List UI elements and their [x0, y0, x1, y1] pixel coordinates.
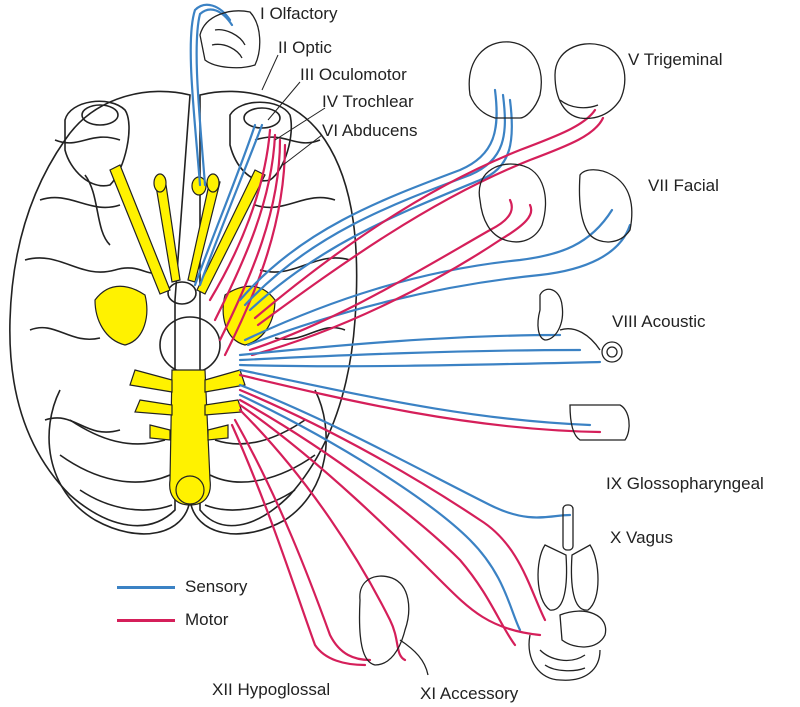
- fiber-vagus: [238, 383, 572, 519]
- fiber-oculomotor: [208, 128, 272, 302]
- legend-motor-swatch: [117, 619, 175, 622]
- label-trigeminal: V Trigeminal: [628, 50, 723, 69]
- head-icon-trigeminal-1: [468, 41, 542, 119]
- label-hypoglossal: XII Hypoglossal: [212, 680, 331, 699]
- nose-icon: [199, 10, 261, 69]
- label-acoustic: VIII Acoustic: [612, 312, 706, 331]
- legend-motor-label: Motor: [185, 610, 229, 629]
- lungs-icon: [537, 544, 599, 611]
- label-optic: II Optic: [278, 38, 332, 57]
- temporal-branch-left: [94, 285, 148, 346]
- label-trochlear: IV Trochlear: [322, 92, 414, 111]
- fiber-glossopharyngeal: [238, 368, 592, 427]
- head-icon-hypoglossal: [358, 575, 410, 666]
- nerve-fibers: [189, 3, 632, 667]
- fiber-hypoglossal: [233, 418, 372, 662]
- olfactory-tract-left: [109, 164, 171, 295]
- leader-lines: [261, 54, 326, 166]
- fiber-trigeminal: [238, 88, 498, 302]
- intestines-icon: [528, 634, 601, 681]
- right-eye-socket: [229, 101, 293, 182]
- label-vagus: X Vagus: [610, 528, 674, 547]
- legend-sensory-label: Sensory: [185, 577, 248, 596]
- brainstem: [169, 369, 211, 506]
- fiber-facial: [243, 208, 614, 342]
- ear-icon: [537, 288, 564, 341]
- legend-sensory-swatch: [117, 586, 175, 589]
- label-abducens: VI Abducens: [322, 121, 418, 140]
- fiber-acoustic: [238, 333, 562, 357]
- left-eye-socket: [64, 100, 130, 187]
- fiber-abducens: [218, 138, 282, 342]
- label-glossopharyngeal: IX Glossopharyngeal: [606, 474, 764, 493]
- left-hemisphere: [9, 90, 191, 527]
- stomach-icon: [559, 610, 607, 648]
- mouth-icon-facial: [578, 169, 633, 243]
- skull-icon-trigeminal: [554, 43, 626, 120]
- trachea-icon: [562, 504, 574, 551]
- label-oculomotor: III Oculomotor: [300, 65, 407, 84]
- pharynx-icon: [569, 404, 630, 441]
- nerve-roots: [94, 164, 276, 506]
- pons: [159, 316, 221, 374]
- olfactory-tract-right: [196, 169, 266, 295]
- fiber-olfactory: [189, 3, 232, 187]
- label-facial: VII Facial: [648, 176, 719, 195]
- fiber-accessory: [238, 408, 407, 662]
- head-icon-facial: [478, 163, 547, 243]
- fiber-trochlear: [213, 133, 277, 322]
- target-organs: [199, 10, 633, 681]
- right-hemisphere: [199, 90, 358, 527]
- label-olfactory: I Olfactory: [260, 4, 338, 23]
- fiber-optic: [193, 123, 257, 287]
- label-accessory: XI Accessory: [420, 684, 519, 703]
